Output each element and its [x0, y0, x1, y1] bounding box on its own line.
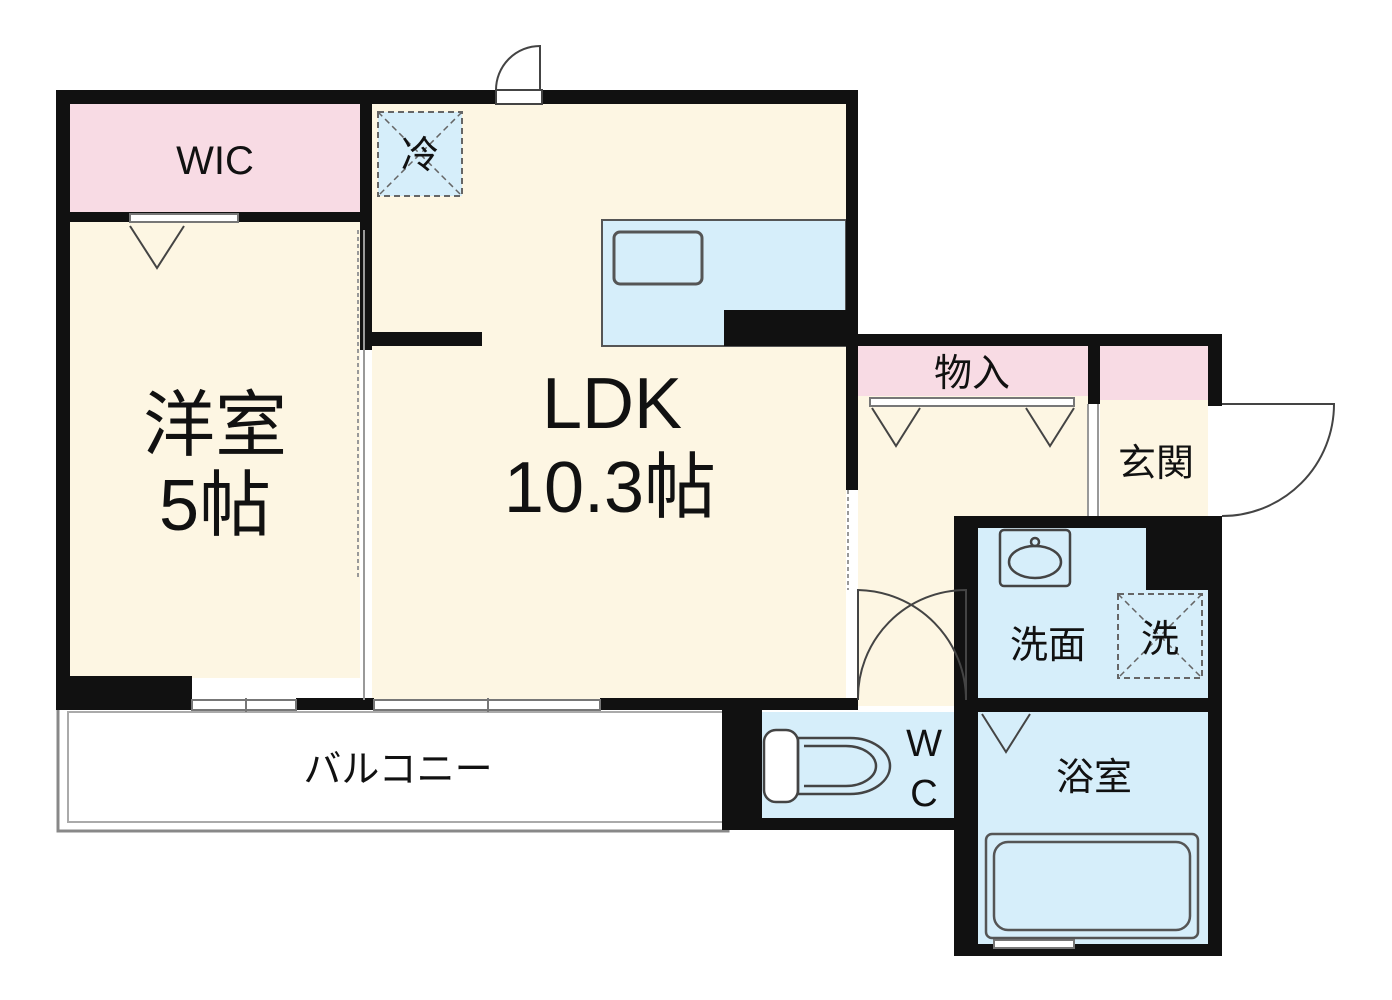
walls: [56, 90, 1222, 956]
ldk-size: 10.3帖: [504, 448, 716, 528]
bathtub-icon: [984, 832, 1200, 940]
ldk-floor: [372, 104, 846, 702]
wic-label: WIC: [176, 139, 254, 183]
storage-floor: [858, 346, 1088, 396]
entrance-label: 玄関: [1118, 443, 1194, 485]
toilet-label-w: W: [906, 723, 942, 765]
closet-door-icon: [129, 225, 1075, 754]
balcony-label: バルコニー: [303, 749, 492, 791]
washroom-label: 洗面: [1010, 625, 1086, 667]
washing-machine-icon: [1117, 593, 1203, 679]
ldk-name: LDK: [542, 364, 682, 444]
sliding-partition: [357, 230, 1099, 700]
western-room-floor: [70, 222, 360, 678]
entrance-shoebox: [1100, 346, 1208, 400]
bathroom-floor: [978, 712, 1208, 944]
western-room-size: 5帖: [159, 466, 271, 546]
toilet-label-c: C: [910, 773, 937, 815]
refrigerator-icon: [377, 111, 463, 197]
balcony-area: [56, 704, 730, 833]
wash-basin-icon: [998, 528, 1072, 588]
bathroom-label: 浴室: [1056, 757, 1132, 799]
windows: [129, 213, 1075, 949]
refrigerator-label: 冷: [401, 135, 439, 177]
western-room-name: 洋室: [143, 386, 287, 466]
kitchen-sink-icon: [612, 230, 704, 286]
door-swing-icon: [495, 44, 1336, 701]
washing-machine-label: 洗: [1141, 619, 1179, 661]
toilet-icon: [762, 728, 892, 804]
storage-label: 物入: [934, 353, 1010, 395]
wic-floor: [70, 104, 360, 212]
entrance-floor: [1100, 400, 1208, 516]
